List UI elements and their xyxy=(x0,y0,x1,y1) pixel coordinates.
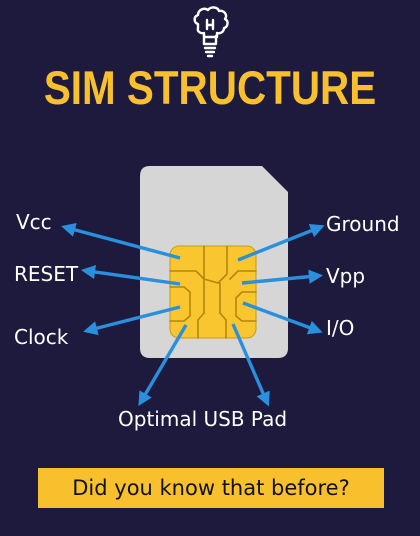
label-clock: Clock xyxy=(14,325,69,349)
arrow-vpp xyxy=(241,269,324,285)
label-vpp: Vpp xyxy=(326,264,366,288)
sim-chip xyxy=(169,245,257,339)
page-title: SIM STRUCTURE xyxy=(43,61,377,114)
arrow-vcc xyxy=(61,222,181,260)
label-vcc: Vcc xyxy=(16,210,52,234)
arrow-io xyxy=(242,301,323,335)
arrow-reset xyxy=(80,264,181,286)
question-banner: Did you know that before? xyxy=(38,468,384,508)
lightbulb-brain-icon xyxy=(193,6,229,58)
label-usb: Optimal USB Pad xyxy=(118,407,288,431)
arrow-clock xyxy=(83,305,181,336)
question-text: Did you know that before? xyxy=(72,476,350,500)
label-io: I/O xyxy=(326,316,355,340)
arrow-ground xyxy=(237,224,325,262)
label-ground: Ground xyxy=(326,212,400,236)
label-reset: RESET xyxy=(14,262,79,286)
arrow-usb-left xyxy=(138,324,188,407)
arrow-usb-right xyxy=(231,323,270,407)
